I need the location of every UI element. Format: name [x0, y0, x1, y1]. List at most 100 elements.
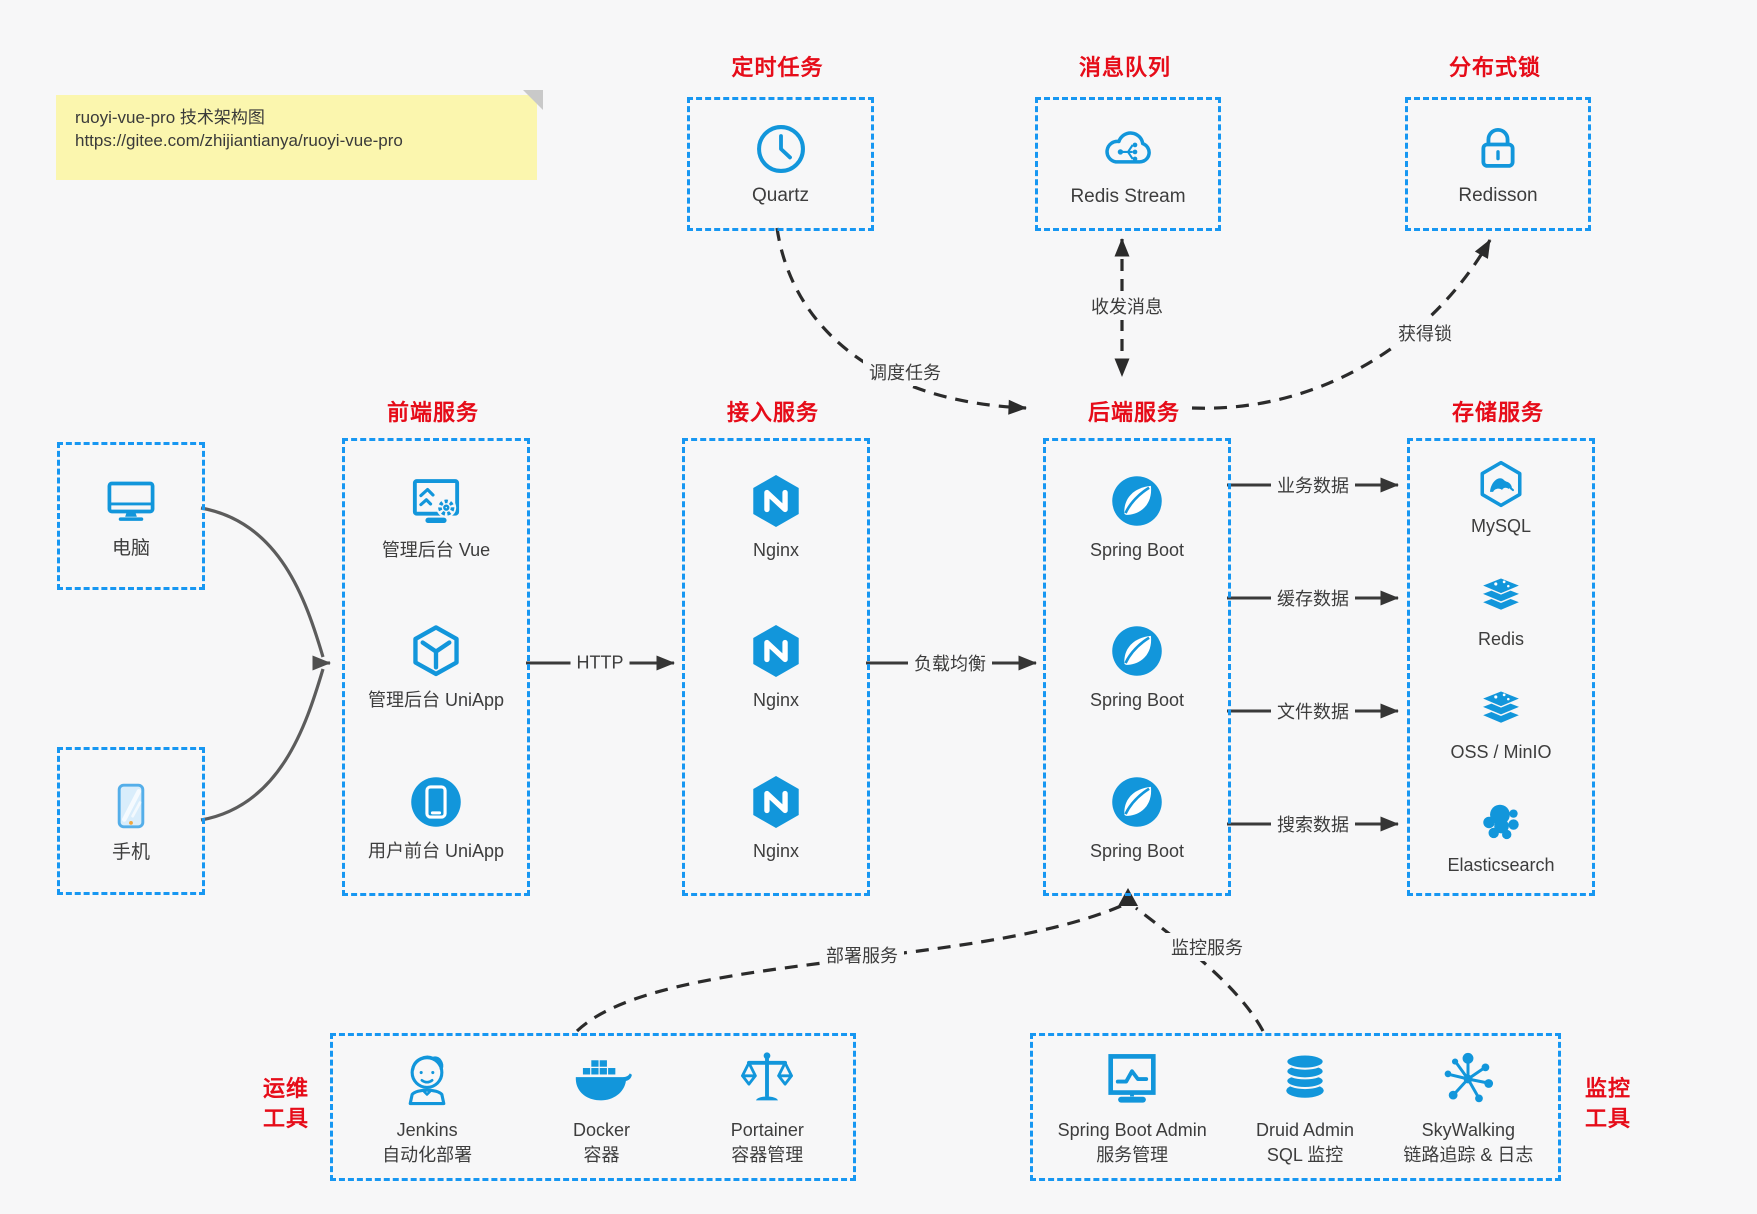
edge-label-deploy: 部署服务 — [820, 941, 904, 969]
edge-up-arrowhead — [1118, 888, 1138, 906]
spring-icon — [1108, 472, 1166, 530]
phone-icon — [104, 779, 158, 833]
admin-vue-icon — [407, 472, 465, 530]
title-ops-line2: 工具 — [262, 1106, 309, 1131]
node-label: Redisson — [1458, 184, 1538, 206]
node-label: Spring Boot — [1089, 690, 1185, 711]
node-label: Nginx — [752, 690, 800, 711]
druid-icon — [1274, 1048, 1336, 1110]
skywalking-icon — [1437, 1048, 1499, 1110]
edge-get-lock — [1191, 239, 1492, 410]
node-sublabel: 链路追踪 & 日志 — [1403, 1145, 1534, 1165]
title-monitoring-line1: 监控 — [1584, 1076, 1631, 1101]
node-springboot-admin: Spring Boot Admin 服务管理 — [1058, 1048, 1207, 1166]
redis-icon — [1476, 572, 1526, 622]
node-label: Redis Stream — [1070, 185, 1186, 207]
node-admin-vue: 管理后台 Vue — [382, 472, 490, 561]
edge-label-cache: 缓存数据 — [1271, 584, 1355, 612]
node-portainer: Portainer 容器管理 — [731, 1048, 804, 1166]
node-label: Nginx — [752, 841, 800, 862]
nginx-icon — [747, 472, 805, 530]
node-label: Jenkins — [396, 1120, 458, 1140]
edge-monitor — [1135, 906, 1265, 1032]
title-monitoring-tools: 监控 工具 — [1572, 1074, 1644, 1134]
node-label: Spring Boot Admin — [1057, 1120, 1207, 1140]
edge-label-lock: 获得锁 — [1392, 319, 1458, 347]
nginx-icon — [747, 773, 805, 831]
node-elasticsearch: Elasticsearch — [1447, 798, 1555, 876]
node-redisson: Redisson — [1458, 122, 1538, 207]
user-app-icon — [407, 773, 465, 831]
node-redis-stream: Redis Stream — [1070, 121, 1186, 208]
elasticsearch-icon — [1476, 798, 1526, 848]
title-ops-tools: 运维 工具 — [250, 1074, 322, 1134]
box-frontend: 管理后台 Vue 管理后台 UniApp 用户前台 UniApp — [342, 438, 530, 896]
note-title: ruoyi-vue-pro 技术架构图 — [75, 108, 265, 127]
edge-label-http: HTTP — [570, 651, 630, 675]
title-scheduled-task: 定时任务 — [731, 55, 824, 80]
title-frontend: 前端服务 — [386, 400, 479, 425]
node-quartz: Quartz — [752, 122, 809, 207]
node-skywalking: SkyWalking 链路追踪 & 日志 — [1403, 1048, 1533, 1166]
box-monitoring-tools: Spring Boot Admin 服务管理 Druid Admin SQL 监… — [1030, 1033, 1561, 1181]
edge-label-schedule: 调度任务 — [863, 358, 947, 386]
node-nginx-2: Nginx — [747, 622, 805, 711]
node-label: MySQL — [1470, 515, 1531, 536]
node-nginx-3: Nginx — [747, 773, 805, 862]
box-storage: MySQL Redis OSS / MinIO Elasticsearch — [1407, 438, 1595, 896]
node-mysql: MySQL — [1471, 459, 1531, 537]
box-message-queue: Redis Stream — [1035, 97, 1221, 231]
oss-icon — [1476, 685, 1526, 735]
node-nginx-1: Nginx — [747, 472, 805, 561]
edge-label-messaging: 收发消息 — [1085, 292, 1169, 320]
node-oss-minio: OSS / MinIO — [1450, 685, 1552, 763]
sticky-note: ruoyi-vue-pro 技术架构图 https://gitee.com/zh… — [56, 90, 543, 180]
node-label: Portainer — [730, 1120, 804, 1140]
node-sublabel: 自动化部署 — [382, 1145, 473, 1165]
node-label: Spring Boot — [1089, 539, 1185, 560]
node-springboot-1: Spring Boot — [1090, 472, 1184, 561]
desktop-icon — [103, 473, 159, 529]
title-monitoring-line2: 工具 — [1584, 1106, 1631, 1131]
node-label: Druid Admin — [1256, 1120, 1355, 1140]
node-druid: Druid Admin SQL 监控 — [1256, 1048, 1354, 1166]
node-springboot-2: Spring Boot — [1090, 622, 1184, 711]
edge-label-monitor: 监控服务 — [1165, 933, 1249, 961]
node-label: Docker — [572, 1120, 630, 1140]
cloud-stream-icon — [1100, 121, 1156, 177]
box-client-mobile: 手机 — [57, 747, 205, 895]
node-sublabel: 容器管理 — [731, 1145, 804, 1165]
docker-icon — [570, 1048, 633, 1110]
title-backend: 后端服务 — [1087, 400, 1180, 425]
box-gateway: Nginx Nginx Nginx — [682, 438, 870, 896]
node-label: Quartz — [751, 184, 810, 206]
portainer-icon — [736, 1048, 798, 1110]
nginx-icon — [747, 622, 805, 680]
title-distributed-lock: 分布式锁 — [1448, 55, 1541, 80]
title-gateway: 接入服务 — [726, 400, 819, 425]
title-message-queue: 消息队列 — [1078, 55, 1171, 80]
lock-icon — [1471, 122, 1525, 176]
box-backend: Spring Boot Spring Boot Spring Boot — [1043, 438, 1231, 896]
edge-deploy — [575, 904, 1122, 1033]
node-jenkins: Jenkins 自动化部署 — [382, 1048, 472, 1166]
box-ops-tools: Jenkins 自动化部署 Docker 容器 Portainer 容器管理 — [330, 1033, 856, 1181]
edge-label-search: 搜索数据 — [1271, 810, 1355, 838]
box-distributed-lock: Redisson — [1405, 97, 1591, 231]
box-scheduled-task: Quartz — [687, 97, 874, 231]
node-sublabel: SQL 监控 — [1266, 1145, 1344, 1165]
node-sublabel: 容器 — [583, 1145, 620, 1165]
node-label: SkyWalking — [1421, 1120, 1516, 1140]
edge-label-file: 文件数据 — [1271, 697, 1355, 725]
jenkins-icon — [396, 1048, 458, 1110]
node-label: Elasticsearch — [1447, 854, 1555, 875]
edge-label-load-balance: 负载均衡 — [908, 649, 992, 677]
box-client-pc: 电脑 — [57, 442, 205, 590]
spring-icon — [1108, 773, 1166, 831]
node-label: 管理后台 Vue — [381, 539, 491, 560]
clock-icon — [754, 122, 808, 176]
node-label: 手机 — [111, 841, 150, 863]
edge-label-business: 业务数据 — [1271, 471, 1355, 499]
note-url: https://gitee.com/zhijiantianya/ruoyi-vu… — [75, 131, 403, 150]
